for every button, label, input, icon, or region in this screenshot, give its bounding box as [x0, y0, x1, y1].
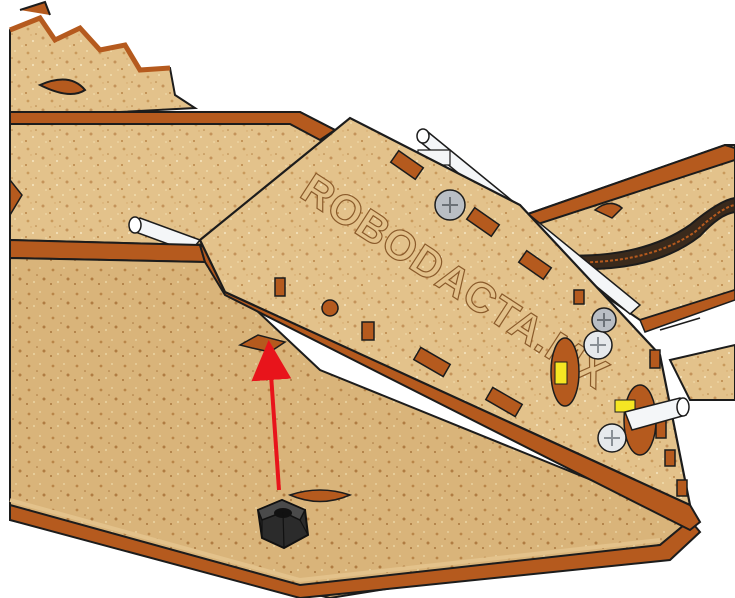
gear-part [10, 2, 195, 112]
screw-head [592, 308, 616, 332]
hole [322, 300, 338, 316]
screw-head [598, 424, 626, 452]
slot [677, 480, 687, 496]
slot [362, 322, 374, 340]
slot [650, 350, 660, 368]
screw-head [584, 331, 612, 359]
slot [275, 278, 285, 296]
screw-head [435, 190, 465, 220]
slot [574, 290, 584, 304]
slot [665, 450, 675, 466]
